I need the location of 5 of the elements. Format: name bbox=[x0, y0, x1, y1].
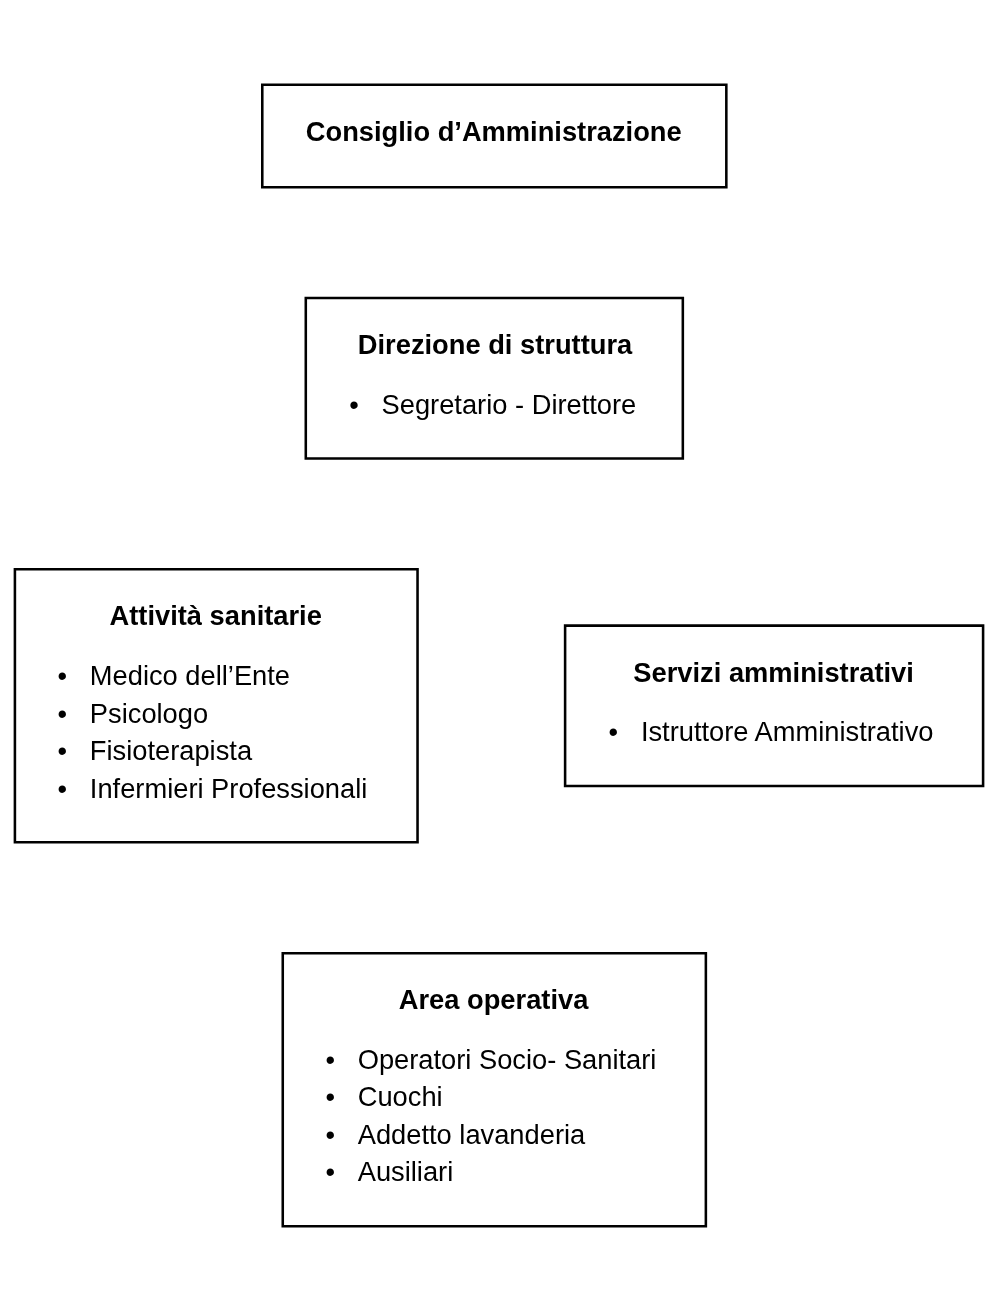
node-box: Servizi amministrativi • Istruttore Amministrativo bbox=[563, 624, 985, 788]
node-box: Direzione di struttura • Segretario - Direttore bbox=[304, 296, 685, 460]
node-box: Attività sanitarie • Medico dell’Ente • Psicologo • Fisioterapista • Infermieri Professionali bbox=[13, 568, 419, 844]
node-box: Consiglio d’Amministrazione bbox=[261, 83, 728, 189]
node-box: Area operativa • Operatori Socio- Sanitari • Cuochi • Addetto lavanderia • Ausiliari bbox=[281, 951, 708, 1228]
